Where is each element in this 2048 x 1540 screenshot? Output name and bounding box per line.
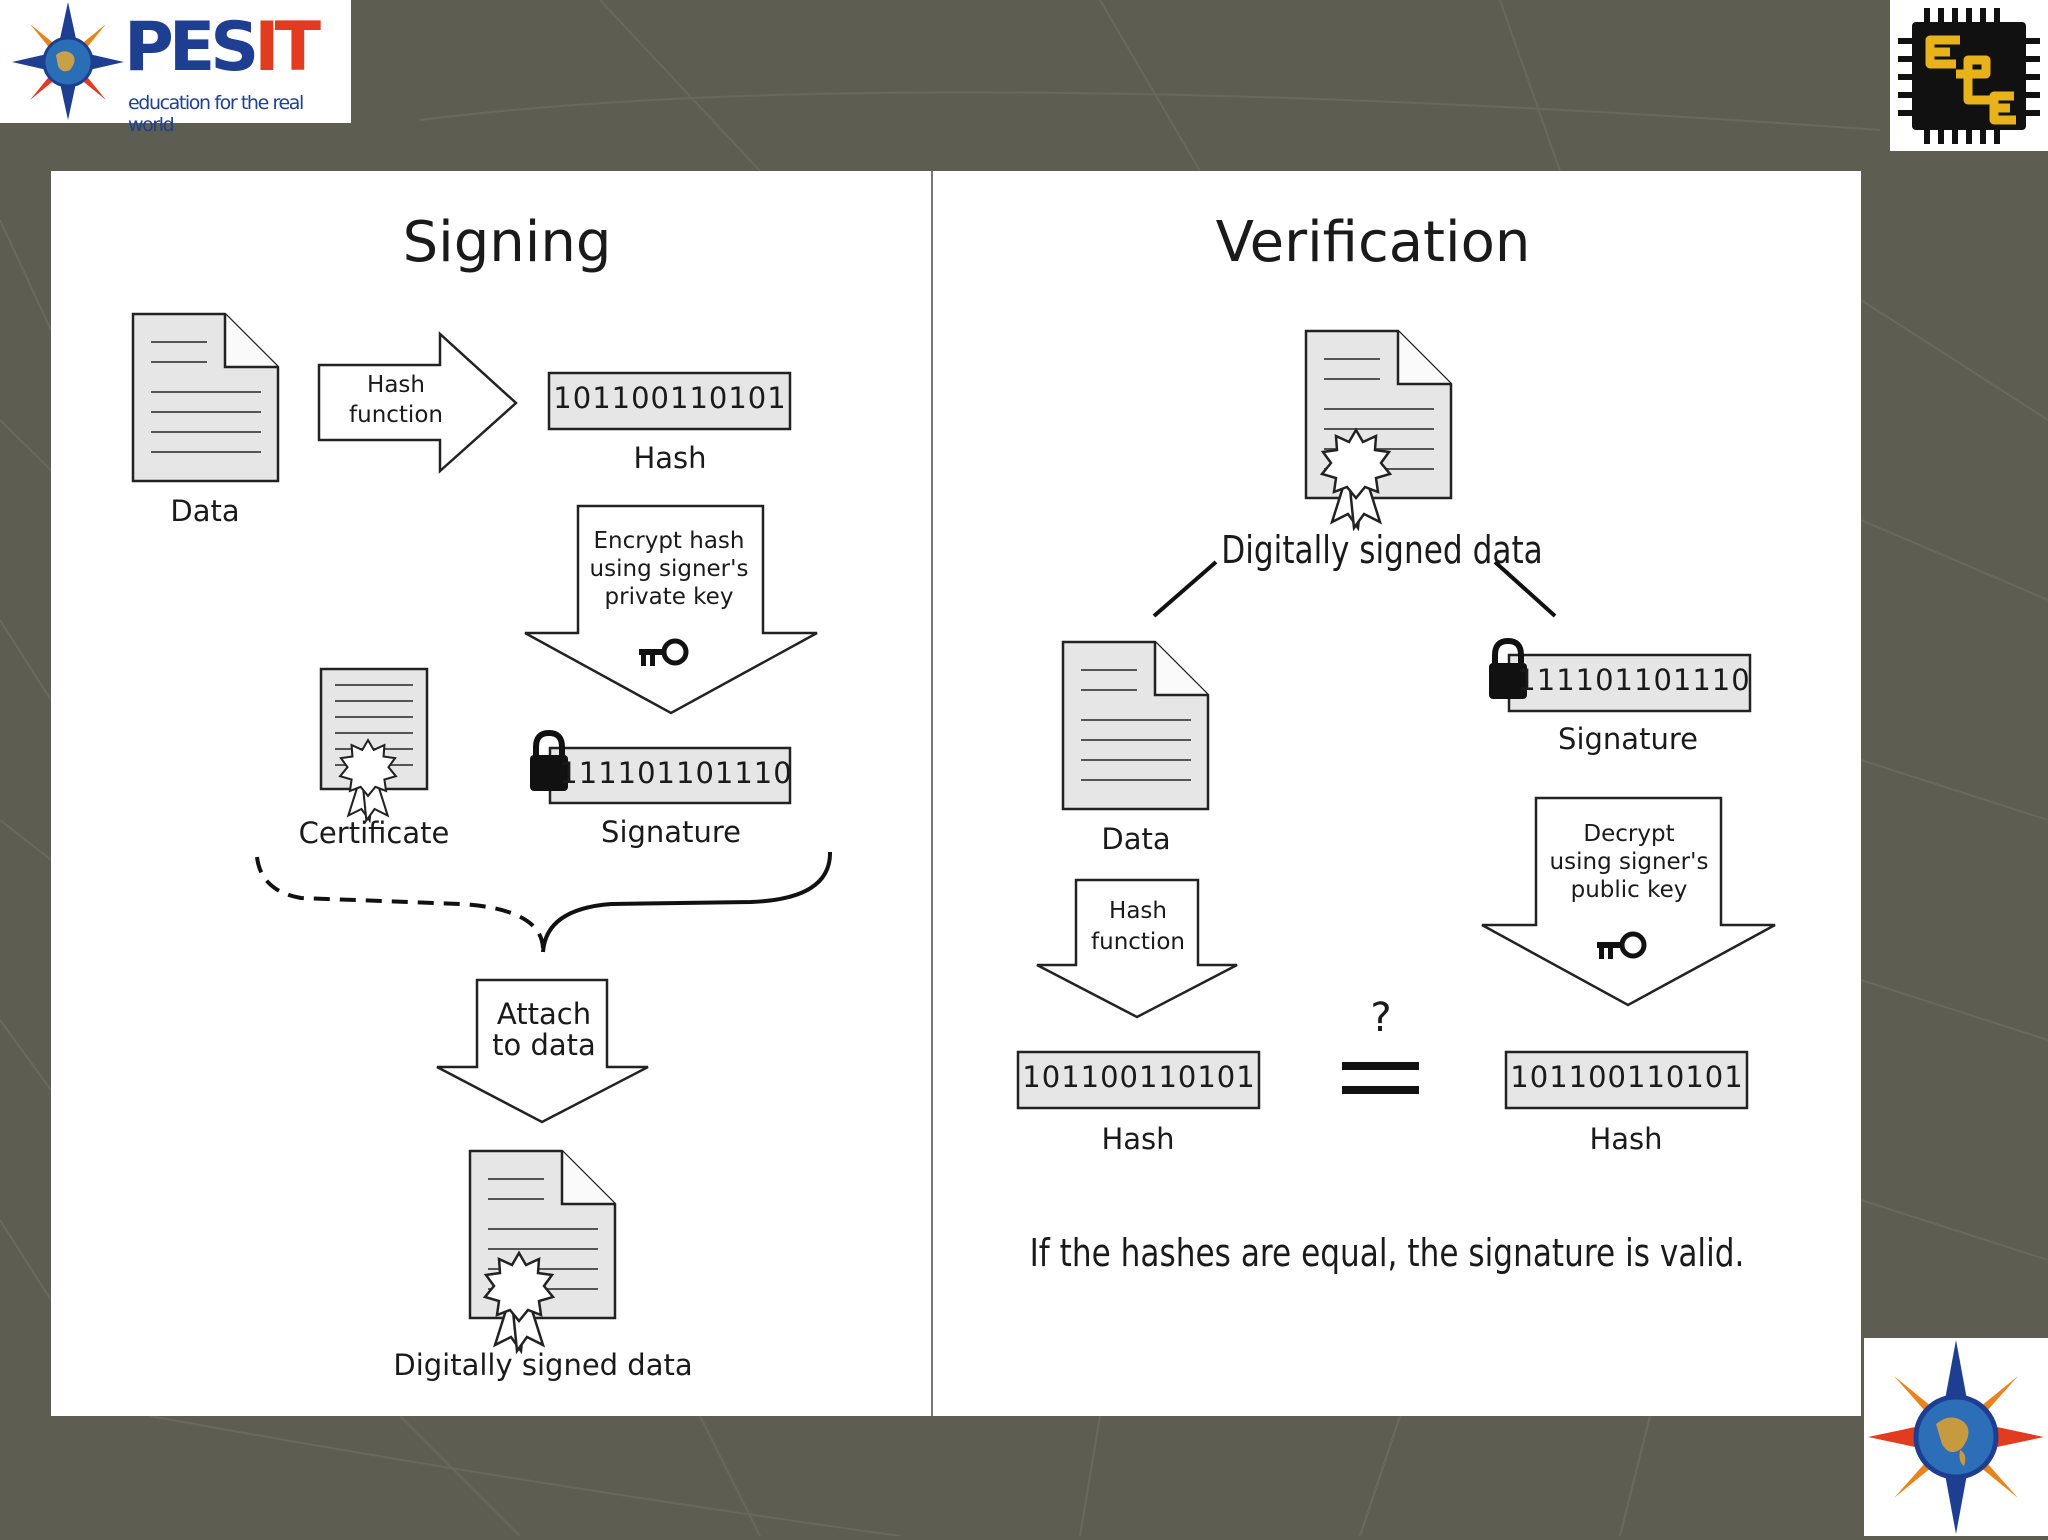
- pesit-tagline: education for the real world: [128, 92, 304, 136]
- hash-value-box: [547, 371, 792, 431]
- hash-value: 101100110101: [553, 381, 787, 415]
- certificate-label: Certificate: [298, 816, 450, 850]
- signing-signed-data-label: Digitally signed data: [393, 1348, 693, 1382]
- right-hash-label: Hash: [1589, 1122, 1663, 1156]
- encrypt-hash-arrow: [524, 504, 818, 715]
- signing-data-label: Data: [170, 494, 240, 528]
- decrypt-label-2: using signer's: [1549, 849, 1709, 875]
- compare-question-mark: ?: [1370, 995, 1392, 1041]
- verification-title: Verification: [1215, 210, 1531, 275]
- right-hash-box: [1504, 1050, 1749, 1110]
- branch-line-left: [1152, 560, 1218, 618]
- decrypt-label-1: Decrypt: [1583, 821, 1675, 847]
- signature-diagram: Signing Data Hash function 101100110101 …: [51, 171, 1861, 1416]
- verify-hash-function-label-2: function: [1091, 929, 1185, 955]
- ece-chip-icon: [1898, 8, 2040, 144]
- data-document-icon: [131, 312, 280, 483]
- equals-top-bar: [1342, 1062, 1419, 1070]
- left-hash-label: Hash: [1101, 1122, 1175, 1156]
- decrypt-arrow: [1481, 796, 1776, 1007]
- decrypt-label-3: public key: [1570, 877, 1688, 903]
- signature-label: Signature: [601, 815, 741, 849]
- signature-value: 111101101110: [559, 756, 793, 790]
- attach-label-2: to data: [492, 1028, 596, 1062]
- left-hash-value: 101100110101: [1022, 1060, 1256, 1094]
- compass-globe-icon: [12, 2, 124, 120]
- equals-bottom-bar: [1342, 1086, 1419, 1094]
- signature-connector: [541, 851, 833, 953]
- verification-signed-data-label: Digitally signed data: [1221, 528, 1543, 572]
- diagram-graphics: [131, 171, 1776, 1416]
- compass-globe-icon: [1868, 1340, 2044, 1534]
- conclusion-text: If the hashes are equal, the signature i…: [1029, 1231, 1745, 1275]
- data-document-icon: [1061, 640, 1210, 811]
- globe-logo: [1864, 1338, 2048, 1536]
- encrypt-label-2: using signer's: [589, 556, 749, 582]
- verification-signature-value: 111101101110: [1517, 663, 1751, 697]
- pesit-logo: PESIT education for the real world: [0, 0, 351, 136]
- certificate-dashed-connector: [255, 856, 545, 949]
- ece-logo: [1890, 0, 2048, 151]
- signature-value-box: [1507, 653, 1752, 713]
- verification-signature-label: Signature: [1558, 722, 1698, 756]
- verification-data-label: Data: [1101, 822, 1171, 856]
- encrypt-label-1: Encrypt hash: [593, 528, 745, 554]
- pesit-wordmark: PESIT: [124, 8, 321, 87]
- signature-value-box: [548, 746, 792, 805]
- attach-to-data-arrow: [436, 978, 649, 1124]
- left-hash-box: [1016, 1050, 1261, 1110]
- encrypt-label-3: private key: [604, 584, 734, 610]
- hash-function-arrow: [317, 331, 518, 474]
- attach-label-1: Attach: [496, 997, 592, 1031]
- branch-line-right: [1493, 560, 1557, 618]
- certificate-icon: [319, 667, 429, 822]
- verify-hash-function-label-1: Hash: [1109, 898, 1167, 924]
- hash-function-label-2: function: [349, 402, 443, 428]
- hash-function-label-1: Hash: [367, 372, 425, 398]
- hash-label: Hash: [633, 441, 707, 475]
- signing-title: Signing: [402, 210, 612, 275]
- hash-function-down-arrow: [1036, 878, 1238, 1019]
- right-hash-value: 101100110101: [1510, 1060, 1744, 1094]
